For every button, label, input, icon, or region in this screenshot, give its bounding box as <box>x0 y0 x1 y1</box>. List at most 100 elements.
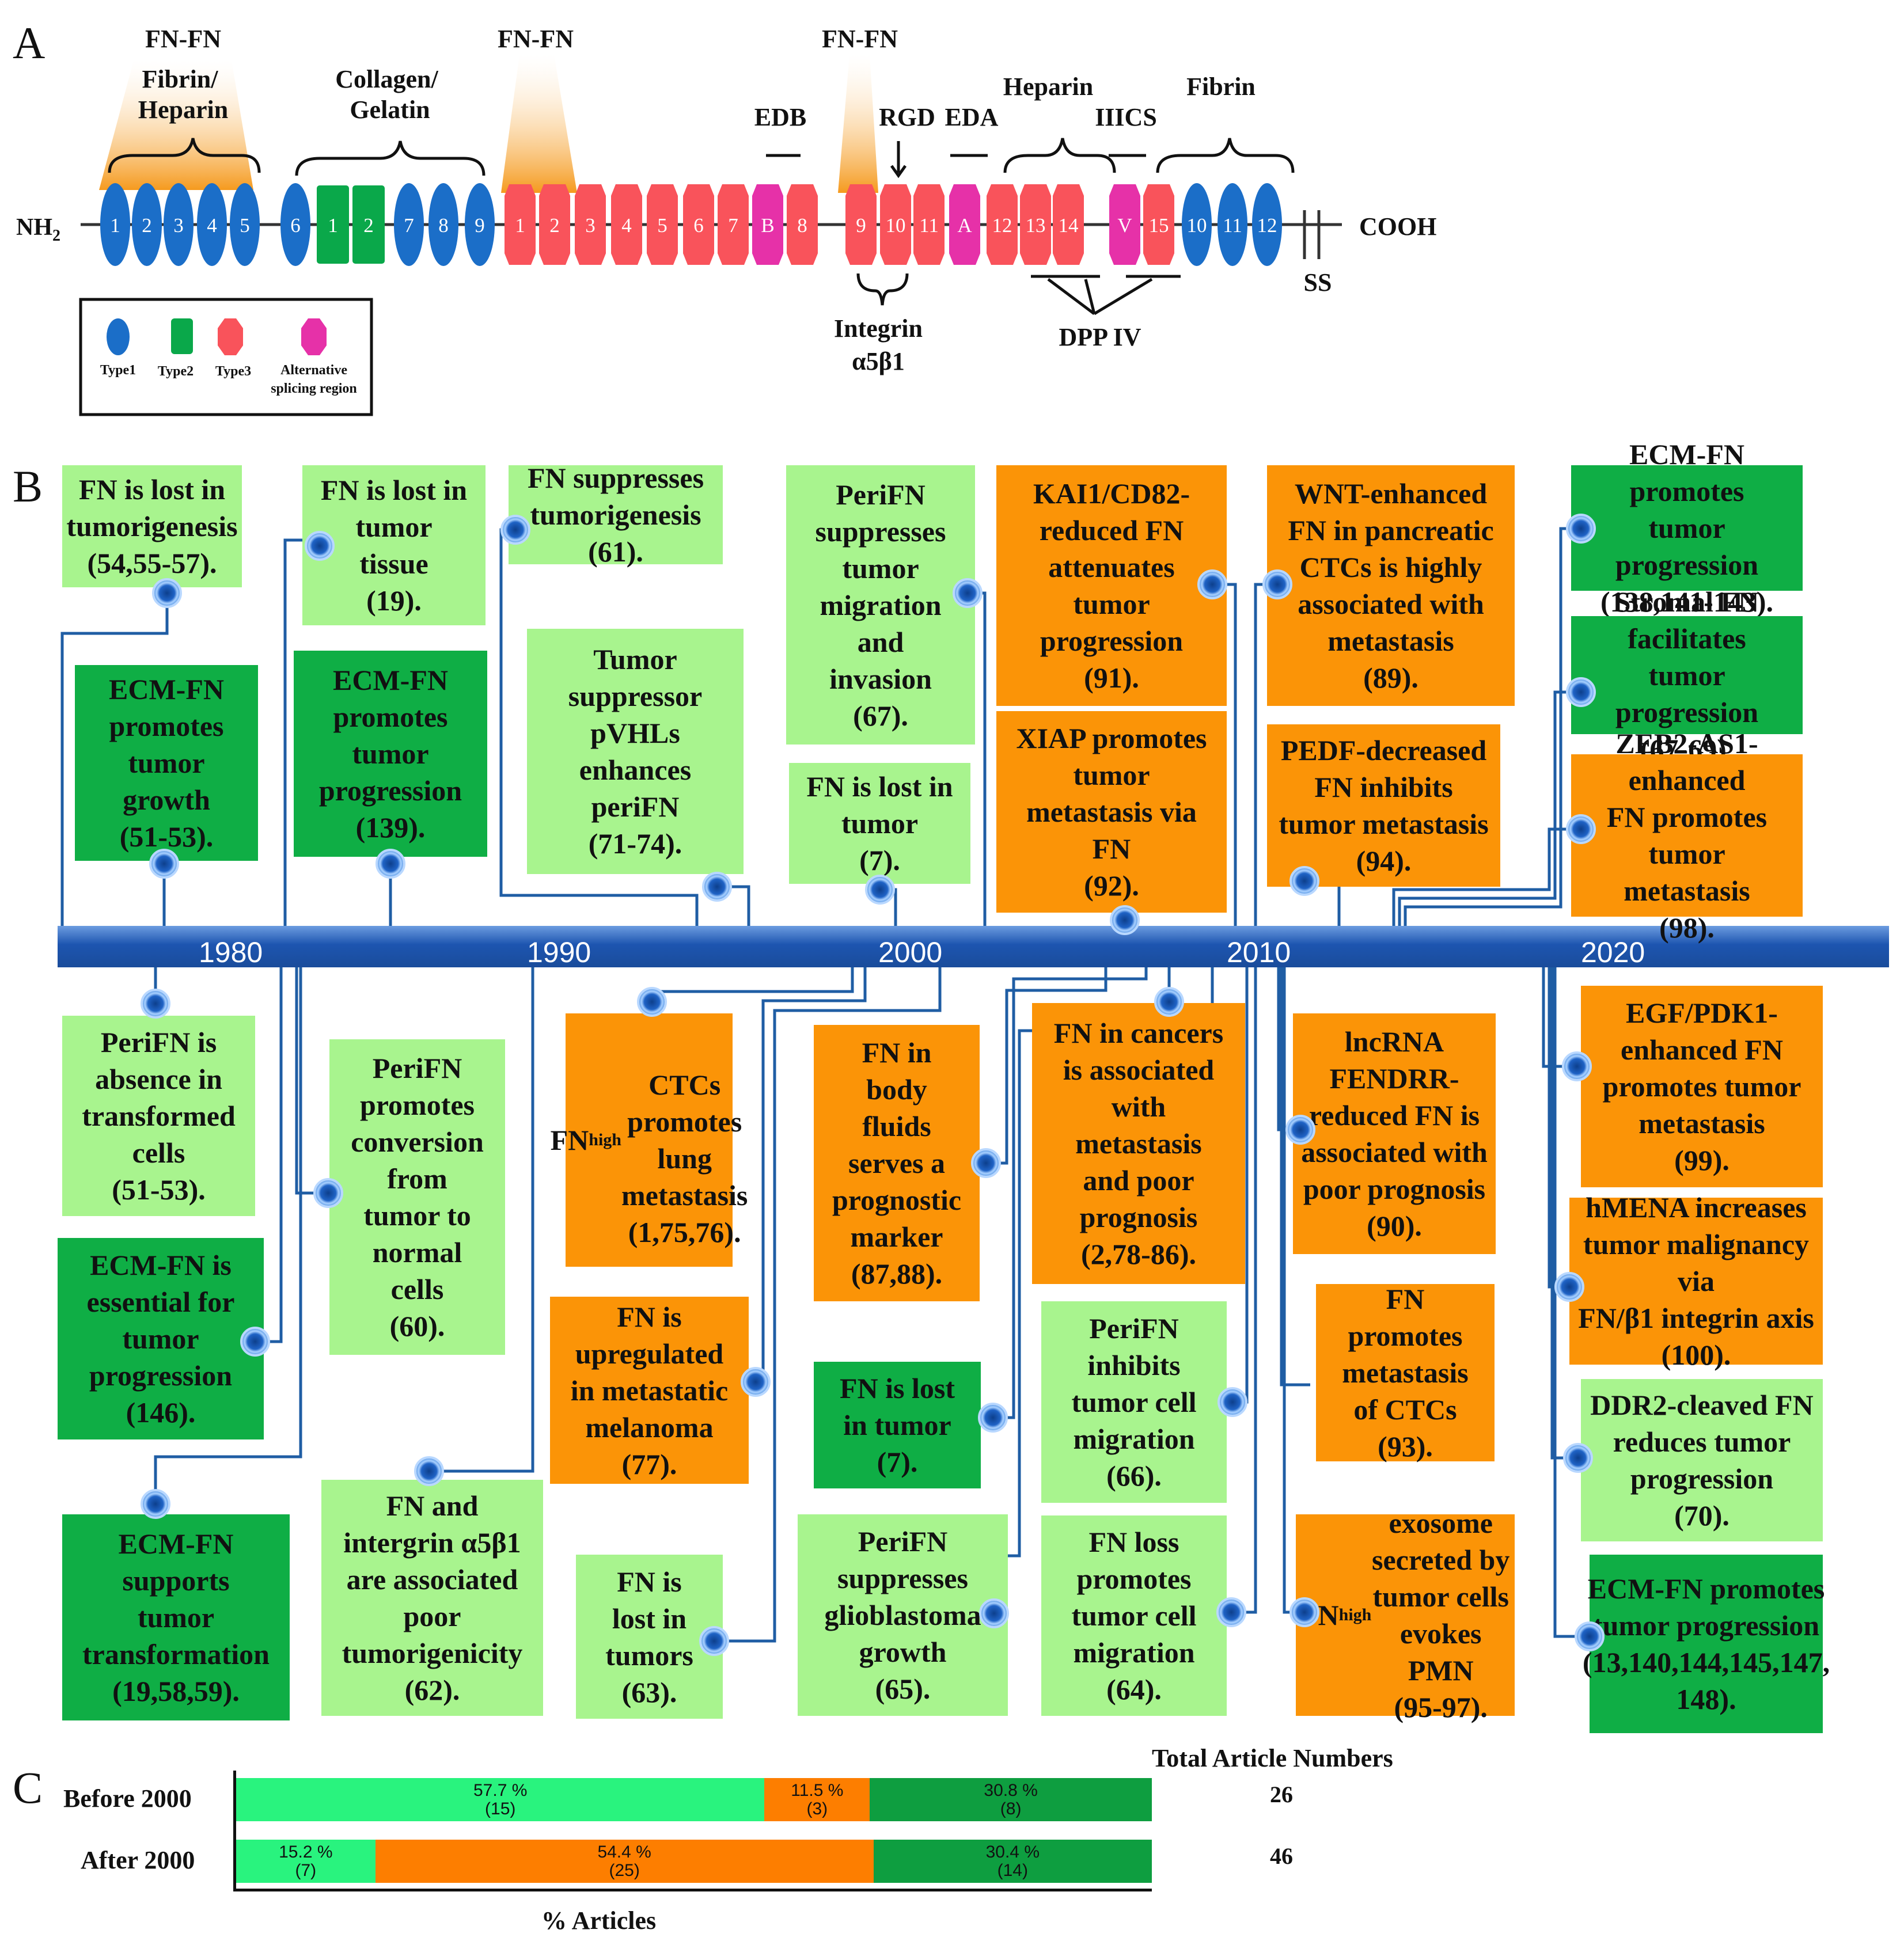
bar-percent-label: 15.2 % <box>279 1843 333 1862</box>
fnfn-highlight-1 <box>99 60 253 190</box>
domain-type1-2: 2 <box>132 183 162 266</box>
timeline-dot-16 <box>141 989 170 1019</box>
below-event-10: FN is lost in tumor (7). <box>814 1362 981 1488</box>
timeline-dot-9 <box>376 849 405 879</box>
domain-alt-B: B <box>752 184 783 265</box>
timeline-dot-33 <box>1216 1597 1246 1627</box>
domain-type1-5: 5 <box>230 183 260 266</box>
bar-segment: 30.8 %(8) <box>870 1778 1152 1821</box>
bar-percent-label: 11.5 % <box>791 1781 844 1800</box>
domain-type3-11: 11 <box>913 184 945 265</box>
domain-label: 2 <box>363 214 374 237</box>
bar-segment: 30.4 %(14) <box>873 1840 1152 1883</box>
domain-label: 1 <box>515 214 525 237</box>
timeline-dot-26 <box>1218 1387 1247 1417</box>
below-event-18: EGF/PDK1- enhanced FN promotes tumor met… <box>1581 986 1823 1187</box>
below-event-2: ECM-FN is essential for tumor progressio… <box>58 1238 264 1439</box>
connector-31 <box>1280 967 1310 1387</box>
domain-label: 6 <box>290 214 301 237</box>
domain-type1-4: 4 <box>197 183 227 266</box>
domain-type3-10: 10 <box>880 184 911 265</box>
timeline-axis <box>58 926 1889 967</box>
domain-type1-1: 1 <box>100 183 130 266</box>
label-dppiv: DPP IV <box>1059 323 1141 351</box>
above-event-11: WNT-enhanced FN in pancreatic CTCs is hi… <box>1267 465 1515 706</box>
legend-alt-label-1: Alternative <box>280 363 347 378</box>
bar-count-label: (25) <box>609 1860 640 1880</box>
legend-alt-swatch <box>301 318 327 355</box>
domain-label: 7 <box>728 214 738 237</box>
timeline-dot-10 <box>702 872 732 902</box>
below-event-12: FN in cancers is associated with metasta… <box>1032 1003 1245 1284</box>
timeline-dot-2 <box>305 531 335 561</box>
label-fibrin: Fibrin <box>1186 73 1256 101</box>
domain-label: A <box>957 214 972 237</box>
timeline-dot-23 <box>240 1327 270 1357</box>
timeline-dot-17 <box>637 987 667 1017</box>
label-fnfn-3: FN-FN <box>822 25 898 53</box>
timeline-dot-27 <box>1554 1272 1584 1302</box>
panel-c-label: C <box>13 1763 43 1813</box>
domain-type3-15: 15 <box>1143 184 1174 265</box>
legend-type3-label: Type3 <box>215 364 251 379</box>
above-event-15: ZEB2-AS1-enhanced FN promotes tumor meta… <box>1571 727 1803 944</box>
label-rgd: RGD <box>879 103 935 131</box>
legend-type3-swatch <box>218 318 243 355</box>
below-event-14: FN loss promotes tumor cell migration (6… <box>1041 1515 1227 1716</box>
legend-type1-swatch <box>107 318 130 355</box>
brace-fibrin-heparin <box>108 138 261 173</box>
domain-label: 8 <box>797 214 807 237</box>
x-axis-label: % Articles <box>541 1906 657 1935</box>
domain-type1-9: 9 <box>465 183 495 266</box>
brace-collagen <box>295 140 486 176</box>
domain-label: 2 <box>142 214 152 237</box>
connector-23 <box>714 967 942 1643</box>
below-event-9: FN in body fluids serves a prognostic ma… <box>814 1025 980 1301</box>
timeline-dot-19 <box>313 1178 343 1208</box>
connector-14 <box>1398 690 1581 926</box>
above-event-7: PeriFN suppresses tumor migration and in… <box>786 465 975 745</box>
timeline-dot-28 <box>1563 1443 1593 1473</box>
timeline-dot-6 <box>1262 569 1292 599</box>
legend-type2-swatch <box>171 318 193 354</box>
domain-label: V <box>1117 214 1132 237</box>
domain-label: 4 <box>621 214 632 237</box>
domain-label: 12 <box>1257 214 1277 237</box>
below-event-4: PeriFN promotes conversion from tumor to… <box>329 1039 505 1355</box>
domain-label: 1 <box>110 214 120 237</box>
timeline-dot-5 <box>1197 569 1227 599</box>
domain-label: 2 <box>549 214 560 237</box>
timeline-dot-31 <box>699 1626 729 1656</box>
bar-segment: 15.2 %(7) <box>236 1840 376 1883</box>
total-value: 46 <box>1270 1843 1293 1869</box>
bar-segment: 11.5 %(3) <box>764 1778 870 1821</box>
timeline-dot-7 <box>1566 514 1596 544</box>
domain-type3-5: 5 <box>647 184 678 265</box>
domain-alt-V: V <box>1109 184 1140 265</box>
below-event-7: FN is upregulated in metastatic melanoma… <box>550 1297 749 1484</box>
below-event-15: lncRNA FENDRR- reduced FN is associated … <box>1293 1013 1496 1254</box>
label-fibrin-heparin: Fibrin/ Heparin <box>138 65 228 124</box>
bar-percent-label: 57.7 % <box>473 1781 528 1800</box>
domain-label: 10 <box>886 214 906 237</box>
legend-type2-label: Type2 <box>158 364 194 379</box>
timeline-dot-13 <box>1289 866 1319 896</box>
domain-label: 9 <box>475 214 485 237</box>
domain-label: 14 <box>1059 214 1079 237</box>
below-event-8: FN is lost in tumors (63). <box>576 1555 723 1719</box>
above-event-8: FN is lost in tumor (7). <box>789 763 970 884</box>
bar-count-label: (14) <box>997 1860 1028 1880</box>
above-event-10: XIAP promotes tumor metastasis via FN (9… <box>996 711 1227 913</box>
domain-label: 11 <box>919 214 939 237</box>
below-event-20: DDR2-cleaved FN reduces tumor progressio… <box>1581 1379 1823 1541</box>
label-fnfn-1: FN-FN <box>145 25 221 53</box>
label-heparin: Heparin <box>1003 73 1093 101</box>
timeline-dot-25 <box>978 1403 1008 1433</box>
label-integrin: Integrin <box>834 314 923 343</box>
legend-alt-label-2: splicing region <box>271 381 357 396</box>
label-ss: SS <box>1304 268 1332 297</box>
domain-type3-7: 7 <box>718 184 749 265</box>
